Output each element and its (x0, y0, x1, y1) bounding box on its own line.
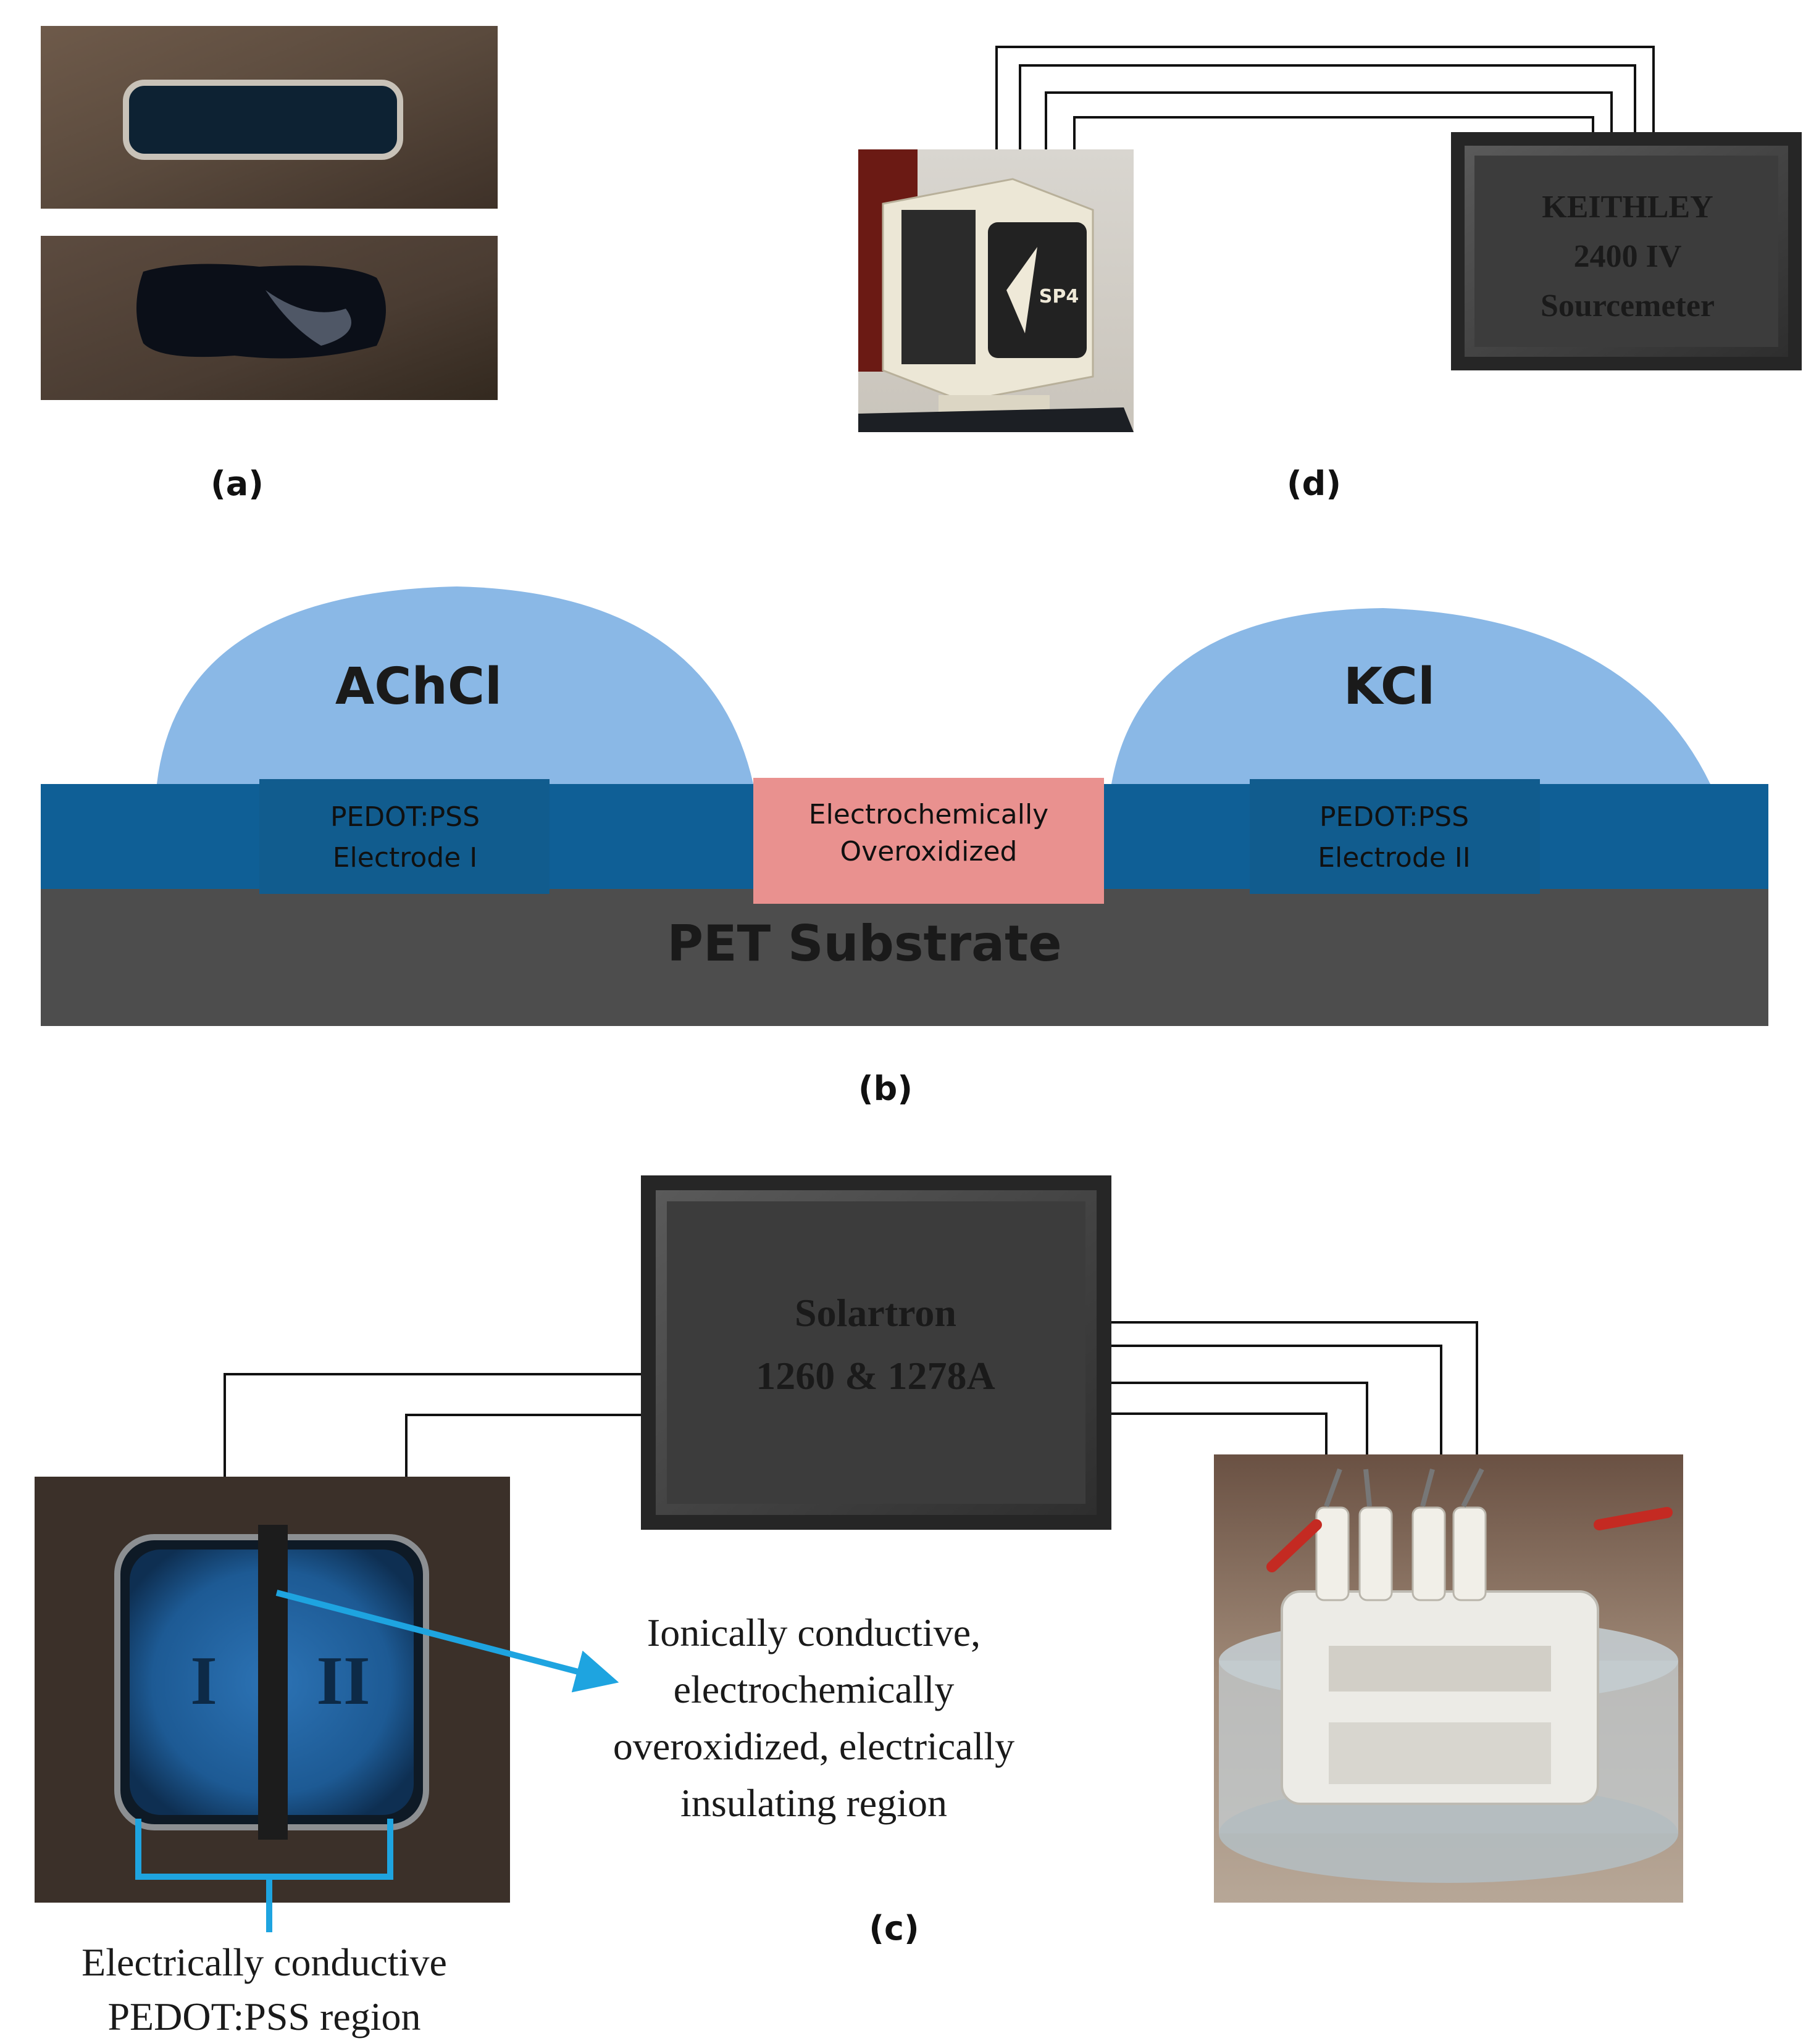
droplet-left-label: AChCl (335, 657, 502, 716)
solartron-instrument-box: Solartron 1260 & 1278A (641, 1175, 1111, 1530)
insulating-note-line-2: electrochemically (674, 1667, 955, 1711)
electrode-right-line-2: Electrode II (1318, 842, 1471, 874)
solartron-line-2: 1260 & 1278A (756, 1354, 995, 1398)
insulating-note-line-1: Ionically conductive, (647, 1611, 981, 1654)
electrode-left-line-1: PEDOT:PSS (330, 801, 480, 833)
probe-logo: SP4 (1039, 286, 1079, 307)
insulating-region-arrow (275, 1590, 619, 1693)
droplet-achcl (157, 586, 753, 784)
droplet-kcl (1111, 608, 1710, 784)
conductive-note-line-1: Electrically conductive (82, 1940, 447, 1984)
region-label-one: I (190, 1643, 217, 1719)
electrode-connectors (1315, 1506, 1487, 1601)
keithley-instrument-box: KEITHLEY 2400 IV Sourcemeter (1451, 132, 1802, 370)
panel-label-d: (d) (1287, 464, 1341, 503)
panel-c: Solartron 1260 & 1278A I II Ionically co… (35, 1175, 1683, 2038)
panel-label-b: (b) (858, 1069, 913, 1108)
insulating-note-line-4: insulating region (680, 1781, 947, 1825)
electrode-two (1250, 779, 1540, 894)
electrode-right-line-1: PEDOT:PSS (1319, 801, 1469, 833)
pet-substrate (41, 888, 1768, 1026)
keithley-line-2: 2400 IV (1574, 239, 1682, 274)
panel-a: (a) (41, 26, 498, 503)
panel-d: SP4 KEITHLEY 2400 IV Sourcemeter (d) (858, 46, 1802, 503)
conductive-region-bracket (135, 1819, 393, 1932)
electrochemical-cell-photo (1214, 1454, 1683, 1903)
degraded-film-window (136, 264, 386, 359)
solartron-line-1: Solartron (795, 1291, 956, 1335)
panel-b: AChCl KCl PET Substrate PEDOT:PSS Electr… (41, 586, 1768, 1108)
electrode-one (259, 779, 550, 894)
insulating-note-line-3: overoxidized, electrically (613, 1724, 1014, 1768)
center-region-line-2: Overoxidized (840, 836, 1018, 867)
droplet-right-label: KCl (1344, 657, 1435, 716)
sample-photo-regions: I II (35, 1477, 510, 1903)
substrate-label: PET Substrate (667, 915, 1061, 972)
panel-label-c: (c) (869, 1909, 919, 1948)
center-region-line-1: Electrochemically (809, 799, 1048, 830)
four-point-probe-photo: SP4 (858, 149, 1134, 432)
solartron-wires (224, 1321, 1478, 1478)
clip-leads (1324, 1468, 1484, 1508)
pedot-film-window (123, 80, 403, 160)
keithley-line-3: Sourcemeter (1541, 288, 1715, 323)
overoxidized-region (753, 778, 1104, 904)
insulating-line (258, 1525, 288, 1840)
alligator-clips (1266, 1507, 1673, 1572)
keithley-line-1: KEITHLEY (1542, 190, 1713, 225)
conductive-note-line-2: PEDOT:PSS region (107, 1995, 420, 2038)
electrode-left-line-2: Electrode I (333, 842, 478, 874)
panel-label-a: (a) (211, 464, 264, 503)
keithley-wires (995, 46, 1655, 151)
sp4-logo-icon (988, 222, 1087, 358)
region-label-two: II (316, 1643, 370, 1719)
